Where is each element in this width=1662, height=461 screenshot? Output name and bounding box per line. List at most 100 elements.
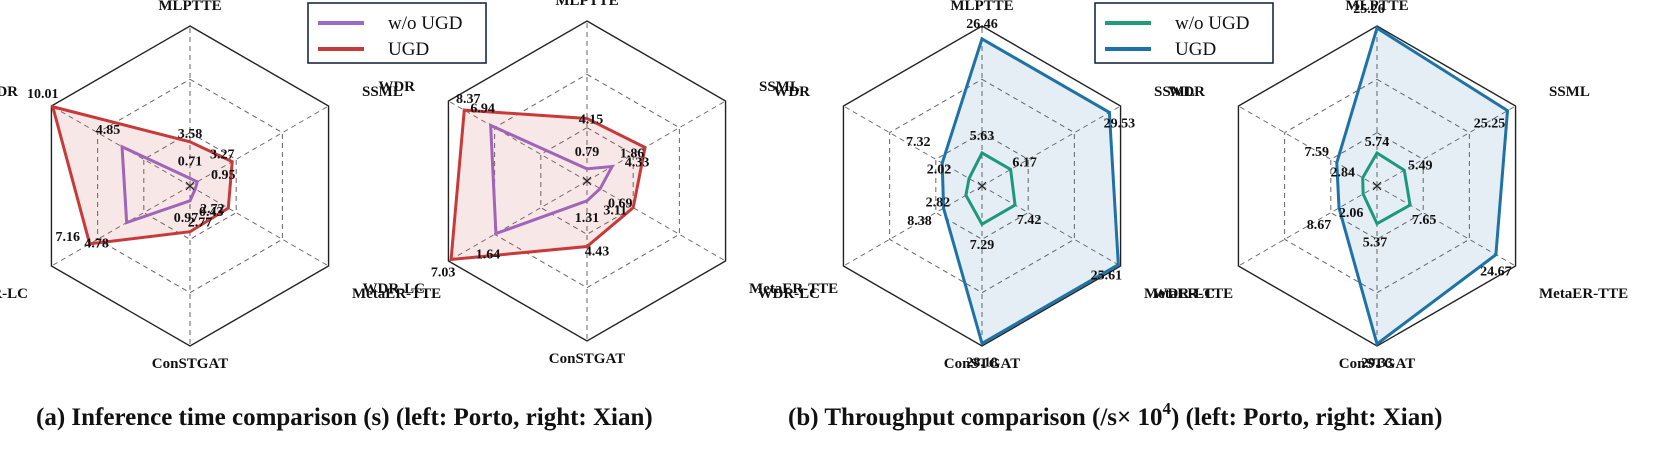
caption-a: (a) Inference time comparison (s) (left:… — [36, 404, 653, 431]
caption-b-prefix: (b) Throughput comparison (/s× 10 — [788, 404, 1163, 431]
legend-box — [307, 2, 487, 64]
value-label: 25.26 — [1353, 2, 1385, 17]
value-label: 6.17 — [1012, 155, 1037, 170]
axis-label-ssml: SSML — [362, 84, 403, 100]
value-label: 1.86 — [620, 147, 645, 162]
value-label: 29.33 — [1361, 356, 1393, 371]
value-label: 4.15 — [579, 113, 604, 128]
value-label: 5.37 — [1363, 236, 1388, 251]
legend-label: w/o UGD — [388, 13, 462, 34]
series-ugd — [1335, 25, 1510, 347]
axis-label-wdr-lc: WDR-LC — [758, 286, 821, 302]
series-ugd — [50, 104, 234, 246]
series-w-o-ugd — [489, 123, 615, 236]
series-w-o-ugd — [120, 144, 200, 225]
value-label: 7.03 — [431, 265, 456, 280]
value-label: 4.85 — [96, 123, 121, 138]
value-label: 2.84 — [1330, 166, 1355, 181]
caption-b-exponent: 4 — [1163, 399, 1172, 418]
value-label: 6.94 — [470, 101, 495, 116]
value-label: 0.97 — [174, 211, 199, 226]
value-label: 8.37 — [456, 92, 481, 107]
value-label: 29.53 — [1104, 116, 1136, 131]
axis-label-mlptte: MLPTTE — [950, 0, 1013, 14]
value-label: 7.16 — [55, 230, 80, 245]
legend-label: UGD — [1175, 39, 1216, 60]
axis-label-wdr: WDR — [0, 84, 18, 100]
axis-label-ssml: SSML — [1549, 84, 1590, 100]
value-label: 7.29 — [970, 238, 995, 253]
value-label: 2.82 — [926, 195, 951, 210]
value-label: 25.25 — [1474, 117, 1506, 132]
legend-2: w/o UGD UGD — [1094, 2, 1274, 64]
radar-chart-4: 5.745.497.655.372.062.8425.2625.2524.672… — [1153, 0, 1629, 372]
value-label: 26.46 — [966, 17, 998, 32]
value-label: 1.31 — [575, 211, 600, 226]
axis-label-wdr-lc: WDR-LC — [0, 286, 28, 302]
axis-label-wdr: WDR — [773, 84, 810, 100]
legend-box — [1094, 2, 1274, 64]
caption-b: (b) Throughput comparison (/s× 104) (lef… — [788, 399, 1442, 431]
axis-label-wdr: WDR — [1168, 84, 1205, 100]
value-label: 0.43 — [199, 205, 224, 220]
value-label: 5.63 — [970, 129, 995, 144]
value-label: 25.61 — [1091, 269, 1123, 284]
value-label: 8.67 — [1307, 218, 1332, 233]
legend-label: UGD — [388, 39, 429, 60]
value-label: 1.64 — [476, 248, 501, 263]
outer-hexagon — [1237, 25, 1517, 347]
axis-label-constgat: ConSTGAT — [1339, 356, 1415, 372]
legends: w/o UGD UGD w/o UGD UGD — [307, 2, 1274, 64]
axis-label-constgat: ConSTGAT — [549, 351, 625, 367]
value-label: 2.77 — [188, 216, 213, 231]
outer-hexagon — [842, 25, 1122, 347]
axis-label-constgat: ConSTGAT — [152, 356, 228, 372]
value-label: 7.59 — [1305, 145, 1330, 160]
axis-label-mlptte: MLPTTE — [1345, 0, 1408, 14]
value-label: 0.71 — [178, 154, 203, 169]
center-mark — [977, 181, 987, 191]
legend-label: w/o UGD — [1175, 13, 1249, 34]
axis-label-wdr-lc: WDR-LC — [1153, 286, 1216, 302]
grid-ring-2 — [97, 78, 283, 294]
axis-label-metaer-tte: MetaER-TTE — [1539, 286, 1628, 302]
center-mark — [1372, 181, 1382, 191]
axis-label-metaer-tte: MetaER-TTE — [1144, 286, 1233, 302]
value-label: 7.42 — [1017, 213, 1042, 228]
series-ugd — [940, 36, 1120, 346]
axis-label-mlptte: MLPTTE — [555, 0, 618, 9]
grid-ring-2 — [889, 78, 1075, 294]
series-ugd — [449, 108, 647, 262]
value-label: 28.18 — [966, 355, 998, 370]
grid-ring-2 — [1284, 78, 1470, 294]
value-label: 2.02 — [927, 163, 952, 178]
value-label: 3.58 — [178, 127, 203, 142]
value-label: 5.74 — [1365, 135, 1390, 150]
legend-1: w/o UGD UGD — [307, 2, 487, 64]
value-label: 5.49 — [1408, 158, 1433, 173]
value-label: 4.78 — [84, 237, 109, 252]
center-mark — [185, 181, 195, 191]
axis-label-metaer-tte: MetaER-TTE — [749, 281, 838, 297]
outer-hexagon — [447, 20, 727, 342]
axis-label-ssml: SSML — [759, 79, 800, 95]
value-label: 7.32 — [906, 135, 931, 150]
axis-label-wdr: WDR — [378, 79, 415, 95]
series-w-o-ugd — [1361, 150, 1412, 226]
axis-label-metaer-tte: MetaER-TTE — [352, 286, 441, 302]
value-label: 4.43 — [585, 245, 610, 260]
value-label: 4.33 — [625, 155, 650, 170]
value-label: 3.11 — [603, 204, 627, 219]
radar-chart-3: 5.63 6.17 7.42 7.29 2.82 2.02 26.46 29.53 25.61 2… — [758, 0, 1234, 372]
value-label: 24.67 — [1480, 265, 1512, 280]
value-label: 2.72 — [200, 202, 225, 217]
center-mark — [582, 176, 592, 186]
axis-label-constgat: ConSTGAT — [944, 356, 1020, 372]
value-label: 2.06 — [1339, 206, 1364, 221]
value-label: 0.69 — [608, 197, 633, 212]
value-label: 10.01 — [27, 87, 59, 102]
